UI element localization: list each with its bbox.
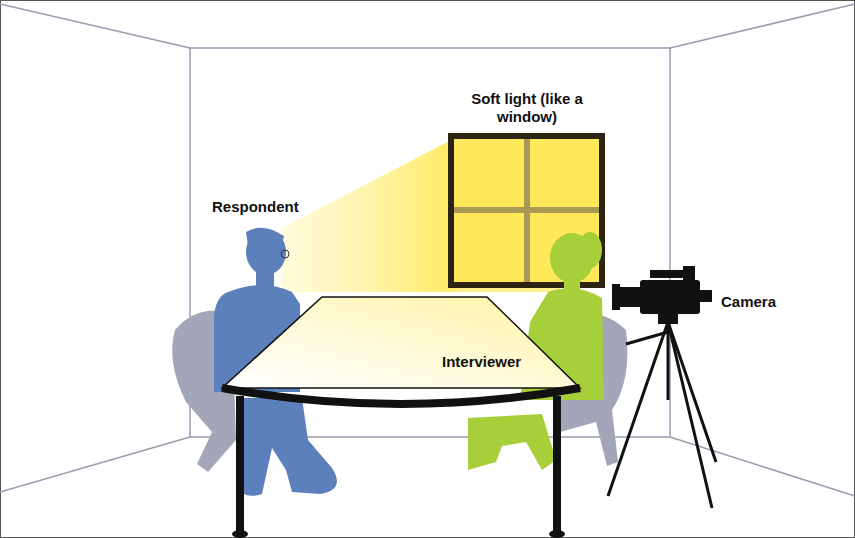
legs bbox=[236, 398, 337, 496]
hair bbox=[246, 228, 284, 246]
light-beam bbox=[282, 138, 455, 292]
window-pane bbox=[454, 139, 599, 282]
part-label: Respondent bbox=[212, 198, 332, 216]
part-label: Camera bbox=[721, 293, 811, 311]
camera-box bbox=[640, 280, 700, 314]
table bbox=[222, 297, 580, 538]
table-leg bbox=[236, 396, 244, 536]
table-foot bbox=[549, 530, 565, 538]
table-top bbox=[222, 297, 580, 388]
window-mullion bbox=[454, 207, 599, 213]
tripod-leg bbox=[668, 322, 712, 508]
part-label: Soft light (like a window) bbox=[471, 90, 583, 126]
room-walls bbox=[0, 4, 855, 496]
tripod-leg bbox=[668, 322, 716, 462]
window bbox=[448, 133, 605, 288]
glasses bbox=[281, 250, 289, 258]
lens-hood bbox=[612, 284, 620, 310]
hair bbox=[578, 232, 602, 268]
wall-edge bbox=[670, 4, 855, 48]
legs bbox=[468, 414, 556, 470]
tripod bbox=[608, 322, 716, 508]
camera-handle bbox=[650, 270, 684, 278]
viewfinder bbox=[683, 266, 695, 282]
part-label: Interviewer bbox=[442, 353, 552, 371]
camera-lens bbox=[618, 287, 642, 307]
back-wall bbox=[190, 48, 670, 437]
tripod-handle bbox=[626, 332, 668, 344]
camera-body bbox=[612, 266, 712, 324]
eyepiece bbox=[698, 290, 712, 302]
table-edge bbox=[222, 388, 580, 404]
table-foot bbox=[232, 530, 248, 538]
table-leg bbox=[553, 396, 561, 536]
window-frame bbox=[448, 133, 605, 288]
tripod-head bbox=[658, 314, 678, 324]
wall-edge bbox=[0, 4, 190, 48]
camera bbox=[608, 266, 716, 508]
wall-edge bbox=[0, 437, 190, 492]
tripod-leg bbox=[608, 322, 668, 496]
